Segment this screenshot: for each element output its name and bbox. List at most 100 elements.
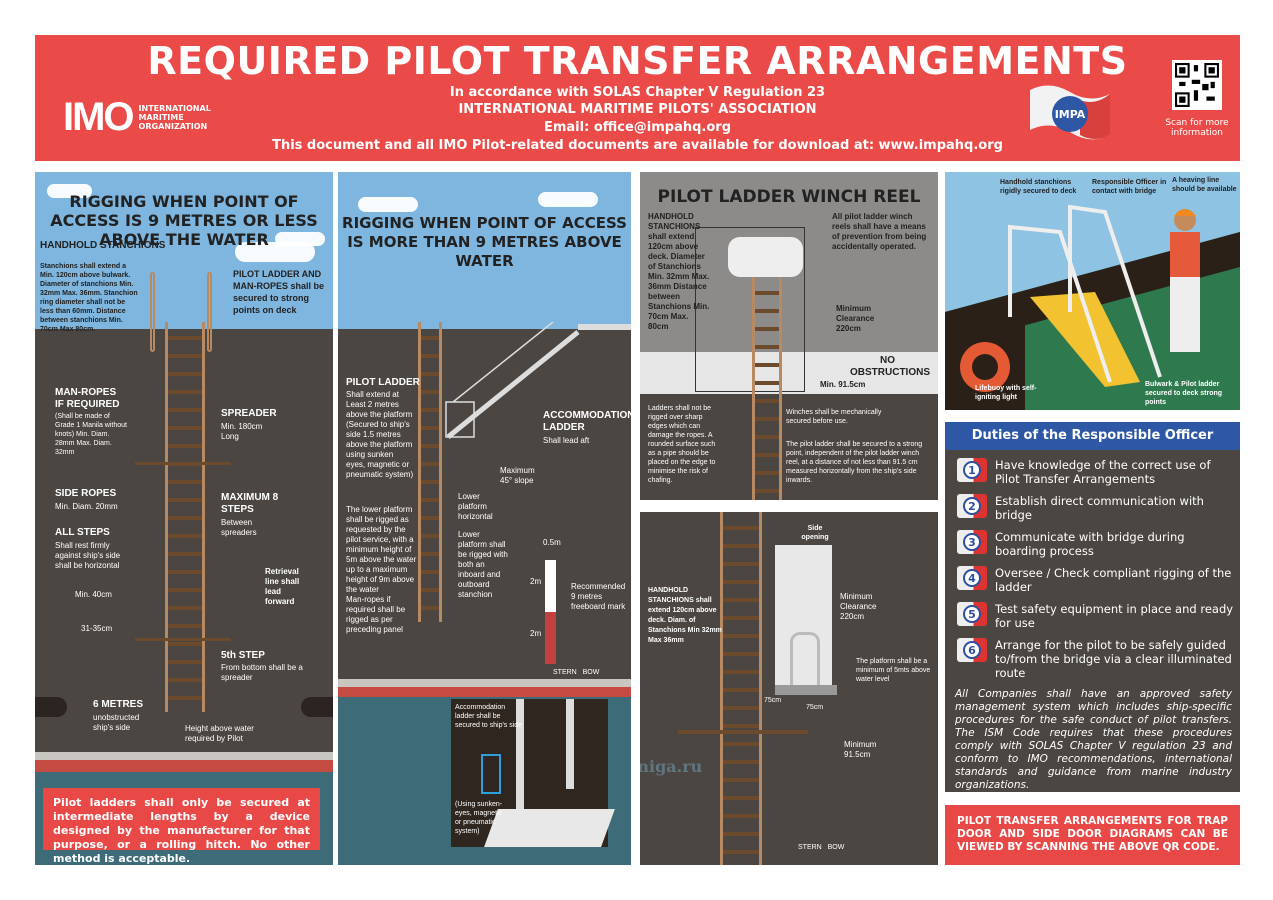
fender (301, 697, 333, 717)
numbered-flag-icon: 4 (957, 566, 987, 590)
manropes-text: (Shall be made of Grade 1 Manila without… (55, 413, 127, 456)
manropes-title: MAN-ROPES IF REQUIRED (55, 387, 120, 410)
clearance-text: Minimum Clearance 220cm (836, 304, 875, 333)
panel-title: RIGGING WHEN POINT OF ACCESS IS MORE THA… (342, 214, 627, 270)
impa-flag-logo: IMPA (1030, 85, 1110, 140)
panel-rigging-9m-or-less: RIGGING WHEN POINT OF ACCESS IS 9 METRES… (35, 172, 333, 865)
pilot-ladder (418, 322, 442, 622)
pilot-ladder-title: PILOT LADDER (346, 377, 420, 388)
inset-bottom-text: (Using sunken-eyes, magnetic or pneumati… (455, 801, 503, 835)
mark-lower-label: 2m (530, 629, 542, 638)
winch-drum (728, 237, 803, 277)
stern-bow-label: STERN BOW (553, 668, 599, 678)
subtitle-impa: INTERNATIONAL MARITIME PILOTS' ASSOCIATI… (458, 102, 817, 117)
inset-top-text: Accommodation ladder shall be secured to… (455, 704, 523, 729)
max-steps-text: Between spreaders (221, 518, 257, 537)
sharp-edges-text: Ladders shall not be rigged over sharp e… (648, 405, 716, 484)
side-ropes-title: SIDE ROPES (55, 488, 117, 499)
officer-scene (945, 204, 1240, 410)
all-steps-text: Shall rest firmly against ship's side sh… (55, 541, 121, 570)
panel-rigging-more-than-9m: RIGGING WHEN POINT OF ACCESS IS MORE THA… (338, 172, 631, 865)
pilot-ladder (165, 322, 205, 712)
subtitle-email: Email: office@impahq.org (543, 120, 731, 135)
duty-text: Test safety equipment in place and ready… (995, 602, 1234, 630)
fifth-step-title: 5th STEP (221, 650, 265, 661)
max-steps-title: MAXIMUM 8 STEPS (221, 492, 279, 515)
ism-code-text: All Companies shall have an approved saf… (955, 688, 1232, 791)
ship-hull (338, 329, 631, 679)
qr-code[interactable] (1172, 60, 1222, 110)
duties-title: Duties of the Responsible Officer (945, 422, 1240, 450)
prevention-text: All pilot ladder winch reels shall have … (832, 212, 927, 251)
imo-logo-mark: IMO (63, 95, 135, 139)
spreader-title: SPREADER (221, 408, 277, 419)
impa-logo-text: IMPA (1055, 108, 1086, 121)
subtitle-download: This document and all IMO Pilot-related … (272, 138, 1003, 153)
dim-75-depth: 75cm (764, 697, 782, 704)
freeboard-mark-white (545, 560, 556, 612)
fifth-step-text: From bottom shall be a spreader (221, 663, 303, 682)
duty-item: 3 Communicate with bridge during boarding… (957, 530, 1237, 558)
qr-note: PILOT TRANSFER ARRANGEMENTS FOR TRAP DOO… (945, 805, 1240, 865)
spreader (135, 638, 231, 641)
no-obstructions-text: NO OBSTRUCTIONS (850, 355, 930, 378)
inset-illustration: Accommodation ladder shall be secured to… (451, 699, 615, 847)
dim-75-width: 75cm (806, 704, 824, 711)
clearance-box (695, 227, 805, 392)
stanchions-text: HANDHOLD STANCHIONS shall extend 120cm a… (648, 212, 710, 331)
accommodation-title: ACCOMMODATION LADDER (543, 410, 631, 433)
pilot-ladder (752, 277, 782, 500)
min-915-text: Minimum 91.5cm (844, 740, 877, 759)
qr-caption: Scan for more information (1165, 118, 1229, 138)
duty-text: Communicate with bridge during boarding … (995, 530, 1185, 558)
stanchion-rope (207, 272, 212, 352)
accommodation-text: Shall lead aft (543, 436, 590, 445)
slope-text: Maximum 45° slope (500, 466, 535, 485)
securing-note: Pilot ladders shall only be secured at i… (43, 788, 320, 865)
stern-label: STERN (798, 844, 822, 851)
duty-item: 5 Test safety equipment in place and read… (957, 602, 1237, 630)
numbered-flag-icon: 6 (957, 638, 987, 662)
imo-name-line: MARITIME (138, 113, 184, 122)
numbered-flag-icon: 5 (957, 602, 987, 626)
numbered-flag-icon: 1 (957, 458, 987, 482)
stern-label: STERN (553, 669, 577, 676)
imo-logo: IMO INTERNATIONAL MARITIME ORGANIZATION (63, 95, 211, 140)
officer-label: Responsible Officer in contact with brid… (1092, 179, 1167, 195)
six-metres-title: 6 METRES (93, 699, 144, 710)
bow-label: BOW (582, 669, 600, 676)
height-above-water-text: Height above water required by Pilot (185, 724, 254, 743)
side-opening (775, 545, 832, 685)
lower-platform-text: The lower platform shall be rigged as re… (346, 505, 417, 594)
watermark: www.morkniga.ru (640, 757, 703, 776)
bulwark-label: Bulwark & Pilot ladder secured to deck s… (1145, 381, 1223, 406)
min-915-text: Min. 91.5cm (820, 380, 866, 389)
subtitle-solas: In accordance with SOLAS Chapter V Regul… (449, 85, 826, 100)
fender (35, 697, 67, 717)
duty-text: Establish direct communication with brid… (995, 494, 1204, 522)
side-opening-label: Side opening (801, 525, 829, 541)
bow-label: BOW (827, 844, 845, 851)
min-40cm-label: Min. 40cm (75, 590, 112, 599)
six-metres-text: unobstructed ship's side (93, 713, 140, 732)
mark-width-label: 0.5m (543, 538, 561, 547)
side-ropes-text: Min. Diam. 20mm (55, 502, 118, 511)
handhold-label: Handhold stanchions rigidly secured to d… (1000, 179, 1077, 195)
lifebuoy-label: Lifebuoy with self-igniting light (975, 385, 1037, 401)
panel-side-opening: Side opening HANDHOLD STANCHIONS shall e… (640, 512, 938, 865)
panel-title: RIGGING WHEN POINT OF ACCESS IS 9 METRES… (50, 192, 318, 249)
winches-text: Winches shall be mechanically secured be… (786, 409, 882, 425)
stern-bow-label: STERN BOW (798, 843, 844, 853)
panel-title: PILOT LADDER WINCH REEL (657, 187, 921, 207)
manropes-text: Man-ropes if required shall be rigged as… (346, 595, 406, 634)
spreader (135, 462, 231, 465)
secured-text: PILOT LADDER AND MAN-ROPES shall be secu… (233, 269, 325, 315)
retrieval-line-text: Retrieval line shall lead forward (265, 567, 300, 606)
stanchions-title: HANDHOLD STANCHIONS (40, 240, 166, 251)
heaving-line-label: A heaving line should be available (1172, 177, 1237, 193)
numbered-flag-icon: 3 (957, 530, 987, 554)
clearance-text: Minimum Clearance 220cm (840, 592, 877, 621)
